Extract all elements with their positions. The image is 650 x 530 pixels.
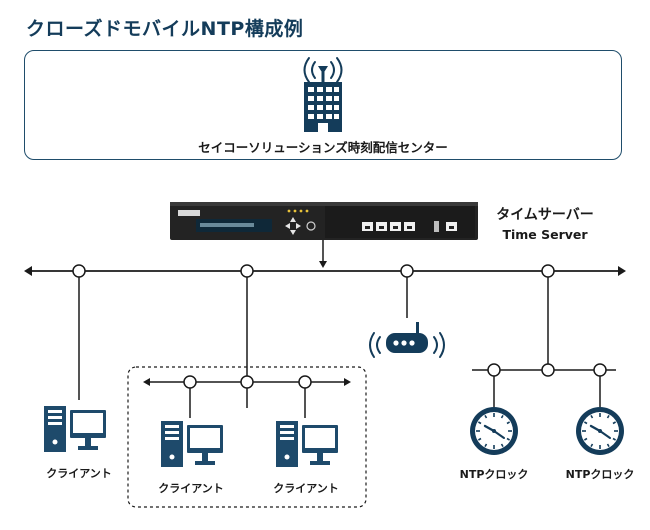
ntp-clock-label: NTPクロック: [459, 468, 529, 481]
ntp-clock-label: NTPクロック: [565, 468, 635, 481]
building-antenna-icon: [303, 57, 343, 132]
main-backbone-line: [24, 266, 626, 276]
client-pc-icon: [161, 421, 223, 467]
time-server-label-en: Time Server: [502, 227, 588, 242]
backbone-nodes: [72, 264, 555, 278]
time-server-label-jp: タイムサーバー: [496, 207, 594, 223]
client-label: クライアント: [46, 467, 112, 480]
wifi-router-icon: [369, 322, 445, 358]
brand-logo: [178, 210, 200, 216]
keypad-icon: [285, 217, 301, 235]
time-center-box: セイコーソリューションズ時刻配信センター: [24, 50, 622, 160]
page-title: クローズドモバイルNTP構成例: [26, 18, 304, 40]
client-label: クライアント: [158, 482, 224, 495]
client-label: クライアント: [273, 482, 339, 495]
client-pc-icon: [44, 406, 106, 452]
ntp-clock-icon: [468, 405, 520, 457]
ntp-clock-icon: [574, 405, 626, 457]
client-pc-icon: [276, 421, 338, 467]
time-center-label: セイコーソリューションズ時刻配信センター: [198, 140, 448, 155]
client-group-box: [127, 366, 367, 508]
time-server-appliance: [170, 202, 478, 240]
